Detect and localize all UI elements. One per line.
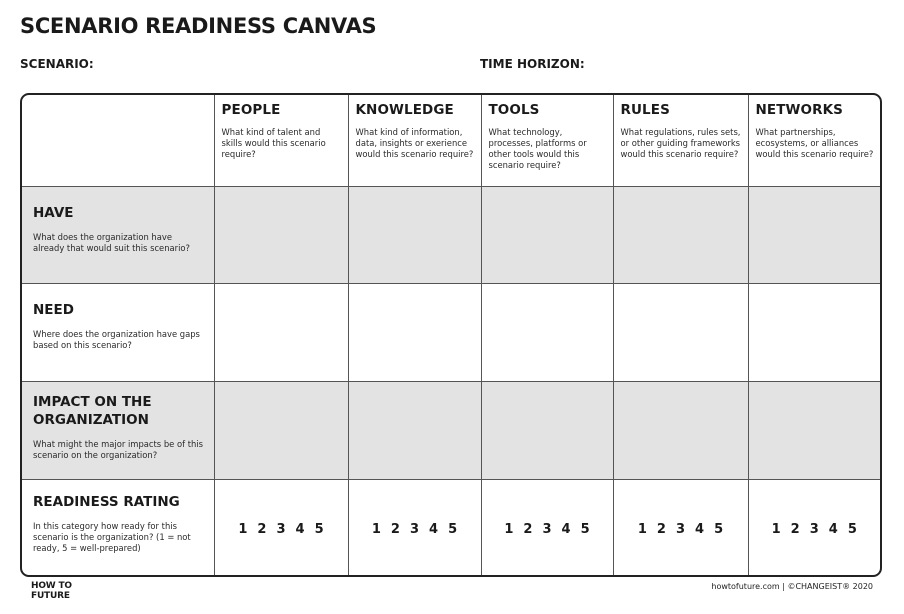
input-cell[interactable] xyxy=(747,185,880,284)
rating-scale: 1 2 3 4 5 xyxy=(638,522,723,537)
rating-option[interactable]: 2 xyxy=(656,521,666,537)
corner-cell xyxy=(22,95,215,187)
input-cell[interactable] xyxy=(612,380,749,480)
input-cell[interactable] xyxy=(347,380,482,480)
rating-option[interactable]: 1 xyxy=(771,521,781,537)
rating-option[interactable]: 2 xyxy=(790,521,800,537)
rating-scale: 1 2 3 4 5 xyxy=(238,522,323,537)
row-have: HAVE What does the organization have alr… xyxy=(22,185,880,284)
logo-line: HOW TO xyxy=(31,581,72,591)
row-need: NEED Where does the organization have ga… xyxy=(22,282,880,382)
rating-option[interactable]: 3 xyxy=(276,521,286,537)
rating-option[interactable]: 5 xyxy=(847,521,857,537)
row-header-readiness-rating: READINESS RATING In this category how re… xyxy=(22,478,215,575)
input-cell[interactable] xyxy=(480,185,614,284)
input-cell[interactable] xyxy=(480,282,614,382)
column-title: KNOWLEDGE xyxy=(355,102,454,118)
input-cell[interactable] xyxy=(213,282,349,382)
input-cell[interactable] xyxy=(480,380,614,480)
footer-credit: howtofuture.com | ©CHANGEIST® 2020 xyxy=(711,582,873,591)
rating-option[interactable]: 4 xyxy=(695,521,705,537)
row-description: Where does the organization have gaps ba… xyxy=(33,328,200,350)
column-title: TOOLS xyxy=(488,102,540,118)
rating-cell-networks: 1 2 3 4 5 xyxy=(747,478,880,575)
rating-option[interactable]: 3 xyxy=(409,521,420,537)
input-cell[interactable] xyxy=(347,185,482,284)
row-impact: IMPACT ON THE ORGANIZATION What might th… xyxy=(22,380,880,480)
row-title: HAVE xyxy=(33,204,74,221)
rating-option[interactable]: 1 xyxy=(637,521,647,537)
column-header-tools: TOOLS What technology, processes, platfo… xyxy=(480,95,614,187)
row-header-have: HAVE What does the organization have alr… xyxy=(22,185,215,284)
row-description: In this category how ready for this scen… xyxy=(33,520,191,553)
rating-scale: 1 2 3 4 5 xyxy=(504,522,589,537)
rating-option[interactable]: 3 xyxy=(542,521,552,537)
column-header-rules: RULES What regulations, rules sets, or o… xyxy=(612,95,749,187)
column-description: What technology, processes, platforms or… xyxy=(488,127,587,170)
input-cell[interactable] xyxy=(612,282,749,382)
row-header-need: NEED Where does the organization have ga… xyxy=(22,282,215,382)
rating-option[interactable]: 5 xyxy=(448,521,458,537)
logo-line: FUTURE xyxy=(31,591,70,601)
rating-scale: 1 2 3 4 5 xyxy=(372,522,457,537)
rating-scale: 1 2 3 4 5 xyxy=(772,522,857,537)
input-cell[interactable] xyxy=(747,282,880,382)
readiness-canvas-grid: PEOPLE What kind of talent and skills wo… xyxy=(20,93,882,577)
column-header-networks: NETWORKS What partnerships, ecosystems, … xyxy=(747,95,880,187)
rating-cell-tools: 1 2 3 4 5 xyxy=(480,478,614,575)
rating-option[interactable]: 4 xyxy=(828,521,838,537)
how-to-future-logo: HOW TO FUTURE xyxy=(31,581,72,601)
input-cell[interactable] xyxy=(747,380,880,480)
row-description: What does the organization have already … xyxy=(33,231,190,253)
rating-cell-people: 1 2 3 4 5 xyxy=(213,478,349,575)
rating-option[interactable]: 2 xyxy=(257,521,267,537)
row-title: NEED xyxy=(33,301,74,318)
column-title: NETWORKS xyxy=(755,102,843,118)
column-title: PEOPLE xyxy=(221,102,281,118)
input-cell[interactable] xyxy=(213,185,349,284)
rating-option[interactable]: 1 xyxy=(371,521,381,537)
rating-option[interactable]: 2 xyxy=(523,521,533,537)
row-title: READINESS RATING xyxy=(33,493,180,510)
column-header-knowledge: KNOWLEDGE What kind of information, data… xyxy=(347,95,482,187)
row-description: What might the major impacts be of this … xyxy=(33,438,203,460)
rating-option[interactable]: 5 xyxy=(714,521,724,537)
rating-option[interactable]: 4 xyxy=(429,521,439,537)
rating-option[interactable]: 4 xyxy=(295,521,305,537)
column-description: What regulations, rules sets, or other g… xyxy=(620,127,741,159)
column-title: RULES xyxy=(620,102,670,118)
rating-cell-knowledge: 1 2 3 4 5 xyxy=(347,478,482,575)
time-horizon-label: TIME HORIZON: xyxy=(480,57,585,71)
input-cell[interactable] xyxy=(347,282,482,382)
row-title: IMPACT ON THE ORGANIZATION xyxy=(33,393,152,428)
input-cell[interactable] xyxy=(612,185,749,284)
rating-option[interactable]: 5 xyxy=(314,521,324,537)
column-description: What partnerships, ecosystems, or allian… xyxy=(755,127,874,159)
column-header-people: PEOPLE What kind of talent and skills wo… xyxy=(213,95,349,187)
rating-option[interactable]: 2 xyxy=(390,521,400,537)
rating-option[interactable]: 3 xyxy=(809,521,819,537)
column-header-row: PEOPLE What kind of talent and skills wo… xyxy=(22,95,880,187)
rating-cell-rules: 1 2 3 4 5 xyxy=(612,478,749,575)
rating-option[interactable]: 1 xyxy=(504,521,514,537)
column-description: What kind of information, data, insights… xyxy=(355,127,474,159)
input-cell[interactable] xyxy=(213,380,349,480)
row-header-impact: IMPACT ON THE ORGANIZATION What might th… xyxy=(22,380,215,480)
rating-option[interactable]: 1 xyxy=(238,521,248,537)
rating-option[interactable]: 4 xyxy=(561,521,571,537)
rating-option[interactable]: 3 xyxy=(675,521,686,537)
column-description: What kind of talent and skills would thi… xyxy=(221,127,326,159)
scenario-label: SCENARIO: xyxy=(20,57,94,71)
page-title: SCENARIO READINESS CANVAS xyxy=(20,14,377,38)
rating-option[interactable]: 5 xyxy=(580,521,590,537)
row-readiness-rating: READINESS RATING In this category how re… xyxy=(22,478,880,575)
